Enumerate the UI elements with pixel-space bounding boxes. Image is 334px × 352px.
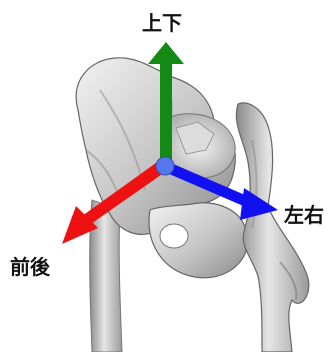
anteroposterior-axis-label: 前後 — [10, 255, 51, 279]
origin-point — [156, 157, 174, 175]
lateral-axis-label: 左右 — [284, 203, 324, 227]
pubis-ischium — [149, 203, 247, 278]
vertical-axis-label: 上下 — [142, 11, 182, 35]
obturator-foramen — [160, 224, 188, 248]
right-femur — [236, 103, 308, 352]
